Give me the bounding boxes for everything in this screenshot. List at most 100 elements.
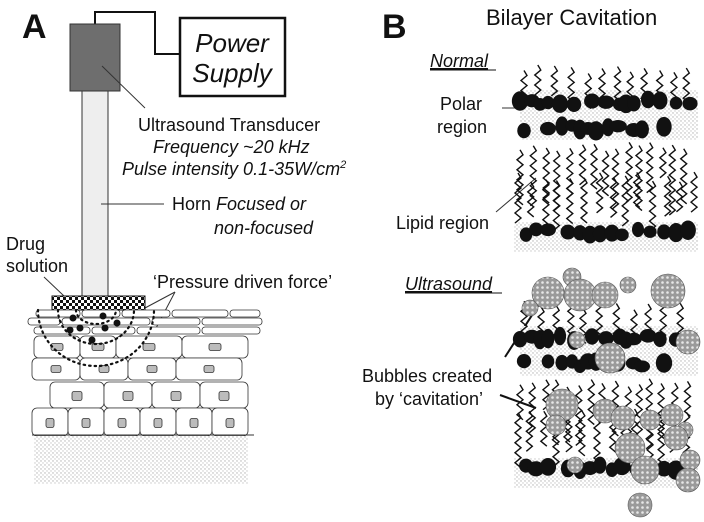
lipid-head — [653, 331, 667, 348]
lipid-tail — [656, 383, 666, 440]
pressure-label: ‘Pressure driven force’ — [153, 272, 332, 292]
drug-label-2: solution — [6, 256, 68, 276]
cavitation-bubble — [521, 299, 539, 317]
drug-particle — [101, 324, 109, 332]
lipid-head — [540, 121, 556, 136]
horn-label: Horn — [172, 194, 211, 214]
lipid-tail — [529, 145, 538, 207]
polar-label-2: region — [437, 117, 487, 137]
drug-particle — [99, 312, 107, 320]
cell-nucleus — [225, 418, 235, 428]
lipid-head — [626, 332, 642, 346]
lipid-tail — [625, 141, 634, 203]
drug-solution — [51, 295, 146, 311]
epidermis-cells — [31, 335, 249, 437]
cavitation-bubble — [650, 273, 686, 309]
transducer-leader-line — [101, 65, 146, 109]
pressure-wave — [74, 308, 118, 326]
lipid-head — [555, 354, 569, 371]
cavitation-bubble — [639, 409, 661, 431]
lipid-head — [635, 120, 649, 139]
lipid-tail — [601, 150, 610, 197]
cell-nucleus — [122, 391, 134, 401]
lipid-tail — [658, 147, 667, 179]
drug-particle — [113, 319, 121, 327]
lipid-tail — [675, 181, 684, 213]
bubbles-label-1: Bubbles created — [362, 366, 492, 386]
cavitation-bubble — [563, 278, 597, 312]
lipid-head — [682, 96, 698, 111]
cell-nucleus — [50, 365, 62, 373]
lipid-head — [517, 122, 531, 139]
lipid-head — [553, 326, 567, 346]
lipid-tail — [513, 172, 523, 224]
flat-cell — [27, 317, 61, 326]
lipid-head — [539, 457, 557, 476]
lipid-head — [598, 331, 614, 346]
cell-nucleus — [218, 391, 230, 401]
dermis — [34, 436, 248, 484]
lipid-head — [551, 94, 569, 113]
bubbles-label-2: by ‘cavitation’ — [375, 389, 483, 409]
lipid-tail — [579, 177, 589, 224]
cavitation-bubble — [610, 405, 636, 431]
lipid-tail — [632, 172, 641, 208]
cell-nucleus — [170, 391, 182, 401]
lipid-tail — [526, 181, 535, 218]
drug-label-1: Drug — [6, 234, 45, 254]
cavitation-bubble — [679, 449, 701, 471]
lipid-head — [541, 95, 555, 110]
cavitation-bubble — [660, 403, 684, 427]
cavitation-bubble — [566, 456, 584, 474]
cavitation-bubble — [591, 281, 619, 309]
drug-particle — [88, 336, 96, 344]
lipid-head — [609, 119, 627, 133]
cell-nucleus — [142, 343, 156, 351]
panel-b-letter: B — [382, 8, 407, 46]
lipid-tail — [689, 171, 699, 213]
lipid-tail — [676, 302, 685, 334]
lipid-head — [566, 96, 582, 112]
lipid-tail — [550, 65, 559, 97]
lipid-tail — [597, 68, 607, 100]
cell-nucleus — [91, 343, 105, 351]
cell-nucleus — [81, 418, 91, 428]
horn-type-1: Focused or — [216, 194, 307, 214]
power-supply-label-2: Supply — [192, 58, 273, 88]
lipid-head — [640, 90, 656, 109]
lipid-tail — [595, 172, 604, 214]
normal-label: Normal — [430, 51, 489, 71]
cavitation-bubble — [627, 492, 653, 518]
cavitation-bubble — [675, 467, 701, 493]
lipid-tail — [679, 148, 688, 205]
panel-a-letter: A — [22, 8, 47, 46]
cavitation-bubble — [545, 414, 567, 436]
cell-nucleus — [71, 391, 83, 401]
lipid-head — [680, 220, 696, 241]
lipid-leader-line — [495, 177, 537, 213]
polar-label-1: Polar — [440, 94, 482, 114]
lipid-head — [584, 93, 600, 109]
lipid-tail — [589, 143, 599, 190]
lipid-head — [555, 116, 569, 136]
lipid-head — [511, 91, 529, 111]
lipid-tail — [552, 180, 561, 232]
cell-nucleus — [117, 418, 127, 428]
lipid-head — [584, 328, 600, 345]
flat-cell — [136, 326, 201, 335]
lipid-tail — [539, 410, 548, 447]
cavitation-bubble — [614, 432, 646, 464]
cavitation-bubble — [630, 455, 660, 485]
flat-cell — [121, 309, 171, 318]
lipid-tail — [541, 179, 550, 231]
lipid-tail — [578, 144, 587, 186]
flat-cell — [201, 317, 263, 326]
lipid-head — [627, 95, 641, 112]
pressure-waves — [36, 308, 156, 368]
lipid-head — [633, 360, 651, 373]
bilayer-ultrasound — [512, 267, 701, 518]
lipid-tail — [609, 177, 618, 218]
lipid-tail — [645, 142, 654, 194]
lipid-tail — [621, 175, 630, 227]
drug-particle — [69, 314, 77, 322]
